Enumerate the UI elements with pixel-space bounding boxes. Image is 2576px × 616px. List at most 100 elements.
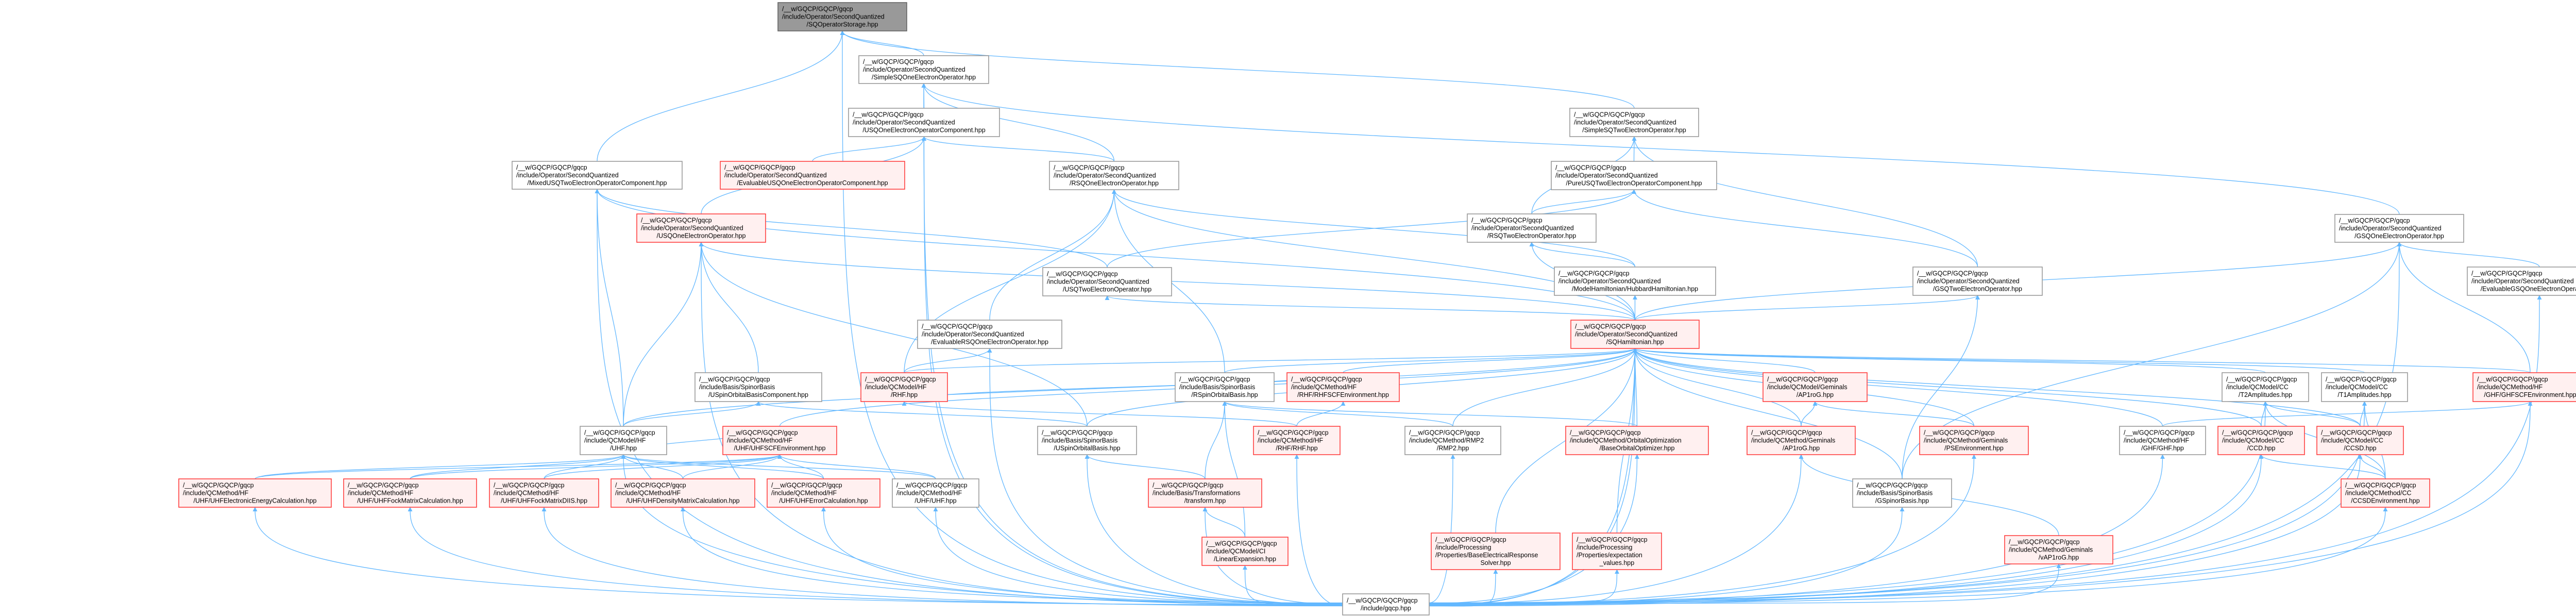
node-simplesqoneelectronoperator-hpp[interactable]: /__w/GQCP/GQCP/gqcp/include/Operator/Sec… — [858, 55, 989, 84]
node-label-line: /__w/GQCP/GQCP/gqcp — [2226, 376, 2297, 383]
node-uhf-uhfscfenvironment-hpp[interactable]: /__w/GQCP/GQCP/gqcp/include/QCMethod/HF/… — [722, 426, 837, 455]
node-values-hpp[interactable]: /__w/GQCP/GQCP/gqcp/include/Processing/P… — [1572, 532, 1662, 570]
node-box — [1912, 267, 2043, 296]
node-simplesqtwoelectronoperator-hpp[interactable]: /__w/GQCP/GQCP/gqcp/include/Operator/Sec… — [1569, 108, 1699, 137]
node-uhf-uhf-hpp[interactable]: /__w/GQCP/GQCP/gqcp/include/QCMethod/HF/… — [892, 478, 979, 508]
node-uspinorbitalbasis-hpp[interactable]: /__w/GQCP/GQCP/gqcp/include/Basis/Spinor… — [1037, 426, 1137, 455]
node-gsqoneelectronoperator-hpp[interactable]: /__w/GQCP/GQCP/gqcp/include/Operator/Sec… — [2334, 214, 2464, 243]
node-label-line: /USQOneElectronOperator.hpp — [656, 232, 745, 240]
edge-n23-to-n16 — [902, 372, 1344, 402]
node-label-line: /__w/GQCP/GQCP/gqcp — [1575, 323, 1646, 330]
node-uhf-uhfdensitymatrixcalculation-hpp[interactable]: /__w/GQCP/GQCP/gqcp/include/QCMethod/HF/… — [611, 478, 755, 508]
edge-n23-to-n22 — [1343, 348, 1637, 373]
node-include-gqcp-hpp[interactable]: /__w/GQCP/GQCP/gqcp/include/gqcp.hpp — [1342, 593, 1430, 615]
node-gsqtwoelectronoperator-hpp[interactable]: /__w/GQCP/GQCP/gqcp/include/Operator/Sec… — [1912, 267, 2043, 296]
node-ccd-hpp[interactable]: /__w/GQCP/GQCP/gqcp/include/QCModel/CC/C… — [2217, 426, 2305, 455]
node-uspinorbitalbasiscomponent-hpp[interactable]: /__w/GQCP/GQCP/gqcp/include/Basis/Spinor… — [694, 372, 822, 402]
edge-n28-to-n22 — [1633, 348, 1802, 427]
edge-n17-to-n22 — [1224, 348, 1637, 373]
node-label-line: /AP1roG.hpp — [1797, 391, 1834, 398]
node-evaluablersqoneelectronoperator-hpp[interactable]: /__w/GQCP/GQCP/gqcp/include/Operator/Sec… — [917, 320, 1062, 349]
node-label-line: /__w/GQCP/GQCP/gqcp — [2222, 429, 2293, 437]
node-ghf-ghfscfenvironment-hpp[interactable]: /__w/GQCP/GQCP/gqcp/include/QCMethod/HF/… — [2472, 372, 2576, 402]
node-rhf-rhf-hpp[interactable]: /__w/GQCP/GQCP/gqcp/include/QCMethod/HF/… — [1253, 426, 1341, 455]
edge-n6-to-n2 — [922, 136, 1115, 162]
node-box — [2004, 535, 2113, 564]
node-uhf-uhffockmatrixdiis-hpp[interactable]: /__w/GQCP/GQCP/gqcp/include/QCMethod/HF/… — [489, 478, 599, 508]
edge-n49-to-n26 — [1429, 454, 1455, 604]
edge-n26-to-n22 — [1452, 348, 1637, 427]
edge-n45-to-n43 — [1202, 507, 1246, 538]
node-rhf-hpp[interactable]: /__w/GQCP/GQCP/gqcp/include/QCModel/HF/R… — [860, 372, 948, 402]
node-pureusqtwoelectronoperatorcomponent-hpp[interactable]: /__w/GQCP/GQCP/gqcp/include/Operator/Sec… — [1551, 161, 1717, 190]
node-label-line: /include/QCModel/HF — [584, 437, 646, 444]
edge-n26-to-n17 — [1222, 401, 1453, 427]
node-rsqoneelectronoperator-hpp[interactable]: /__w/GQCP/GQCP/gqcp/include/Operator/Sec… — [1049, 161, 1179, 190]
node-baseorbitaloptimizer-hpp[interactable]: /__w/GQCP/GQCP/gqcp/include/QCMethod/Orb… — [1565, 426, 1709, 455]
node-label-line: /UHF.hpp — [610, 445, 637, 452]
node-usqoneelectronoperatorcomponent-hpp[interactable]: /__w/GQCP/GQCP/gqcp/include/Operator/Sec… — [848, 108, 1000, 137]
node-usqoneelectronoperator-hpp[interactable]: /__w/GQCP/GQCP/gqcp/include/Operator/Sec… — [636, 213, 766, 243]
node-label-line: /__w/GQCP/GQCP/gqcp — [641, 217, 712, 224]
node-evaluablegsqoneelectronoperator-hpp[interactable]: /__w/GQCP/GQCP/gqcp/include/Operator/Sec… — [2467, 267, 2576, 296]
node-usqtwoelectronoperator-hpp[interactable]: /__w/GQCP/GQCP/gqcp/include/Operator/Sec… — [1042, 267, 1172, 296]
node-label-line: /__w/GQCP/GQCP/gqcp — [1291, 376, 1362, 383]
node-box — [1551, 161, 1717, 190]
node-ghf-ghf-hpp[interactable]: /__w/GQCP/GQCP/gqcp/include/QCMethod/HF/… — [2119, 426, 2206, 455]
node-uhf-uhferrorcalculation-hpp[interactable]: /__w/GQCP/GQCP/gqcp/include/QCMethod/HF/… — [767, 478, 880, 508]
node-t2amplitudes-hpp[interactable]: /__w/GQCP/GQCP/gqcp/include/QCModel/CC/T… — [2222, 372, 2309, 402]
edge-n44-to-n11 — [1902, 295, 1980, 479]
node-evaluableusqoneelectronoperatorcomponent-hpp[interactable]: /__w/GQCP/GQCP/gqcp/include/Operator/Sec… — [720, 161, 905, 190]
node-mixedusqtwoelectronoperatorcomponent-hpp[interactable]: /__w/GQCP/GQCP/gqcp/include/Operator/Sec… — [512, 161, 683, 190]
node-gspinorbasis-hpp[interactable]: /__w/GQCP/GQCP/gqcp/include/Basis/Spinor… — [1852, 478, 1952, 508]
node-label-line: /include/QCMethod/HF — [1258, 437, 1324, 444]
node-box — [1762, 372, 1868, 402]
node-ap1rog-hpp[interactable]: /__w/GQCP/GQCP/gqcp/include/QCModel/Gemi… — [1762, 372, 1868, 402]
node-label-line: /__w/GQCP/GQCP/gqcp — [2477, 376, 2548, 383]
node-t1amplitudes-hpp[interactable]: /__w/GQCP/GQCP/gqcp/include/QCModel/CC/T… — [2321, 372, 2408, 402]
node-label-line: /RSpinOrbitalBasis.hpp — [1191, 391, 1258, 398]
node-sqoperatorstorage-hpp[interactable]: /__w/GQCP/GQCP/gqcp/include/Operator/Sec… — [777, 2, 907, 31]
node-box — [1148, 478, 1262, 508]
node-label-line: /__w/GQCP/GQCP/gqcp — [1558, 270, 1630, 277]
node-rspinorbitalbasis-hpp[interactable]: /__w/GQCP/GQCP/gqcp/include/Basis/Spinor… — [1175, 372, 1275, 402]
node-vap1rog-hpp[interactable]: /__w/GQCP/GQCP/gqcp/include/QCMethod/Gem… — [2004, 535, 2113, 564]
node-sqhamiltonian-hpp[interactable]: /__w/GQCP/GQCP/gqcp/include/Operator/Sec… — [1570, 320, 1700, 349]
node-rsqtwoelectronoperator-hpp[interactable]: /__w/GQCP/GQCP/gqcp/include/Operator/Sec… — [1467, 213, 1597, 243]
edges-layer — [252, 30, 2542, 607]
node-label-line: /include/QCMethod/Geminals — [2009, 546, 2093, 554]
edge-n49-to-n25 — [1294, 454, 1343, 607]
node-label-line: /__w/GQCP/GQCP/gqcp — [1917, 270, 1988, 277]
node-label-line: /MixedUSQTwoElectronOperatorComponent.hp… — [528, 179, 667, 187]
node-box — [636, 213, 766, 243]
node-modelhamiltonian-hubbardhamiltonian-hpp[interactable]: /__w/GQCP/GQCP/gqcp/include/Operator/Sec… — [1554, 267, 1716, 296]
node-label-line: /__w/GQCP/GQCP/gqcp — [1767, 376, 1838, 383]
node-label-line: /RSQOneElectronOperator.hpp — [1070, 180, 1159, 187]
node-ap1rog-hpp[interactable]: /__w/GQCP/GQCP/gqcp/include/QCMethod/Gem… — [1747, 426, 1856, 455]
node-box — [2341, 478, 2430, 508]
node-rmp2-hpp[interactable]: /__w/GQCP/GQCP/gqcp/include/QCMethod/RMP… — [1404, 426, 1501, 455]
node-label-line: /RHF/RHF.hpp — [1276, 445, 1317, 452]
node-linearexpansion-hpp[interactable]: /__w/GQCP/GQCP/gqcp/include/QCModel/CI/L… — [1201, 537, 1289, 566]
edge-n35-to-n22 — [1633, 348, 2531, 373]
node-label-line: /include/Processing — [1435, 544, 1491, 551]
node-transform-hpp[interactable]: /__w/GQCP/GQCP/gqcp/include/Basis/Transf… — [1148, 478, 1262, 508]
node-box — [1404, 426, 1501, 455]
edge-n42-to-n18 — [621, 454, 936, 479]
node-ccsd-hpp[interactable]: /__w/GQCP/GQCP/gqcp/include/QCModel/CC/C… — [2316, 426, 2404, 455]
node-solver-hpp[interactable]: /__w/GQCP/GQCP/gqcp/include/Processing/P… — [1431, 532, 1561, 570]
node-label-line: /include/QCModel/CC — [2326, 384, 2388, 391]
edge-n35-to-n12 — [2397, 242, 2531, 373]
node-label-line: /__w/GQCP/GQCP/gqcp — [615, 482, 686, 489]
node-rhf-rhfscfenvironment-hpp[interactable]: /__w/GQCP/GQCP/gqcp/include/QCMethod/HF/… — [1286, 372, 1400, 402]
node-psenvironment-hpp[interactable]: /__w/GQCP/GQCP/gqcp/include/QCMethod/Gem… — [1919, 426, 2029, 455]
node-uhf-uhfelectronicenergycalculation-hpp[interactable]: /__w/GQCP/GQCP/gqcp/include/QCMethod/HF/… — [178, 478, 332, 508]
node-box — [1569, 108, 1699, 137]
node-uhf-uhffockmatrixcalculation-hpp[interactable]: /__w/GQCP/GQCP/gqcp/include/QCMethod/HF/… — [343, 478, 477, 508]
node-ccsdenvironment-hpp[interactable]: /__w/GQCP/GQCP/gqcp/include/QCMethod/CC/… — [2341, 478, 2430, 508]
node-box — [178, 478, 332, 508]
node-label-line: /__w/GQCP/GQCP/gqcp — [863, 58, 934, 65]
node-label-line: /GSpinorBasis.hpp — [1875, 497, 1929, 505]
node-label-line: /__w/GQCP/GQCP/gqcp — [853, 111, 924, 119]
node-uhf-hpp[interactable]: /__w/GQCP/GQCP/gqcp/include/QCModel/HF/U… — [580, 426, 667, 455]
